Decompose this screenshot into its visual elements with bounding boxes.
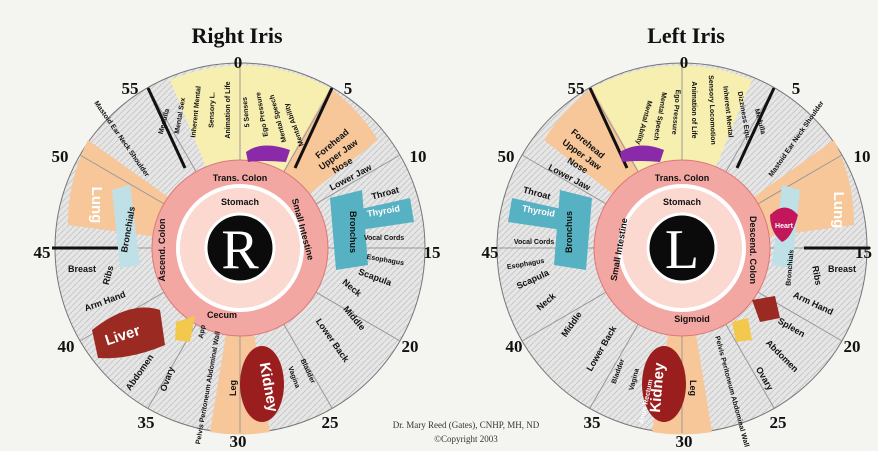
right-label-breast: Breast: [68, 264, 96, 274]
left-label-sigmoid: Sigmoid: [674, 314, 710, 324]
left-iris-title: Left Iris: [647, 23, 725, 48]
left-num-5: 5: [792, 79, 801, 98]
right-label-leg: Leg: [228, 380, 238, 396]
left-label-heart: Heart: [775, 223, 794, 230]
left-num-15: 15: [855, 243, 872, 262]
left-num-50: 50: [498, 147, 515, 166]
left-num-40: 40: [506, 337, 523, 356]
right-label-bronchus: Bronchus: [348, 211, 358, 253]
left-label-leg: Leg: [688, 380, 698, 396]
right-label-lung: Lung: [88, 187, 105, 224]
credit-line-1: Dr. Mary Reed (Gates), CNHP, MH, ND: [393, 420, 540, 430]
right-num-20: 20: [402, 337, 419, 356]
right-num-40: 40: [58, 337, 75, 356]
right-num-35: 35: [138, 413, 155, 432]
left-num-10: 10: [854, 147, 871, 166]
right-num-50: 50: [52, 147, 69, 166]
right-iris: Right Iris: [34, 23, 441, 451]
right-num-55: 55: [122, 79, 139, 98]
left-num-35: 35: [584, 413, 601, 432]
left-label-bronchus: Bronchus: [564, 211, 574, 253]
left-num-0: 0: [680, 53, 689, 72]
right-label-animation: Animation of Life: [225, 81, 232, 138]
right-label-cecum: Cecum: [207, 310, 237, 320]
left-iris: Left Iris L: [482, 23, 873, 451]
left-label-trans-colon: Trans. Colon: [655, 173, 710, 183]
right-label-stomach: Stomach: [221, 197, 259, 207]
right-label-ascend-colon: Ascend. Colon: [157, 218, 167, 281]
left-num-30: 30: [676, 432, 693, 451]
right-num-25: 25: [322, 413, 339, 432]
left-num-25: 25: [770, 413, 787, 432]
left-label-animation: Animation of Life: [690, 81, 697, 138]
right-label-vocal-cords: Vocal Cords: [364, 235, 404, 242]
right-num-5: 5: [344, 79, 353, 98]
right-num-10: 10: [410, 147, 427, 166]
credit-line-2: ©Copyright 2003: [434, 434, 498, 444]
left-label-breast: Breast: [828, 264, 856, 274]
right-num-15: 15: [424, 243, 441, 262]
left-label-stomach: Stomach: [663, 197, 701, 207]
left-num-45: 45: [482, 243, 499, 262]
left-num-55: 55: [568, 79, 585, 98]
right-label-sensory: Sensory L.: [208, 92, 216, 128]
left-label-descend-colon: Descend. Colon: [748, 216, 758, 284]
right-center-letter: R: [221, 219, 259, 281]
right-iris-title: Right Iris: [191, 23, 283, 48]
left-num-20: 20: [844, 337, 861, 356]
left-label-vocal-cords: Vocal Cords: [514, 239, 554, 246]
left-label-lung: Lung: [830, 192, 847, 229]
left-center-letter: L: [665, 219, 699, 281]
right-num-45: 45: [34, 243, 51, 262]
right-label-trans-colon: Trans. Colon: [213, 173, 268, 183]
right-num-0: 0: [234, 53, 243, 72]
right-num-30: 30: [230, 432, 247, 451]
